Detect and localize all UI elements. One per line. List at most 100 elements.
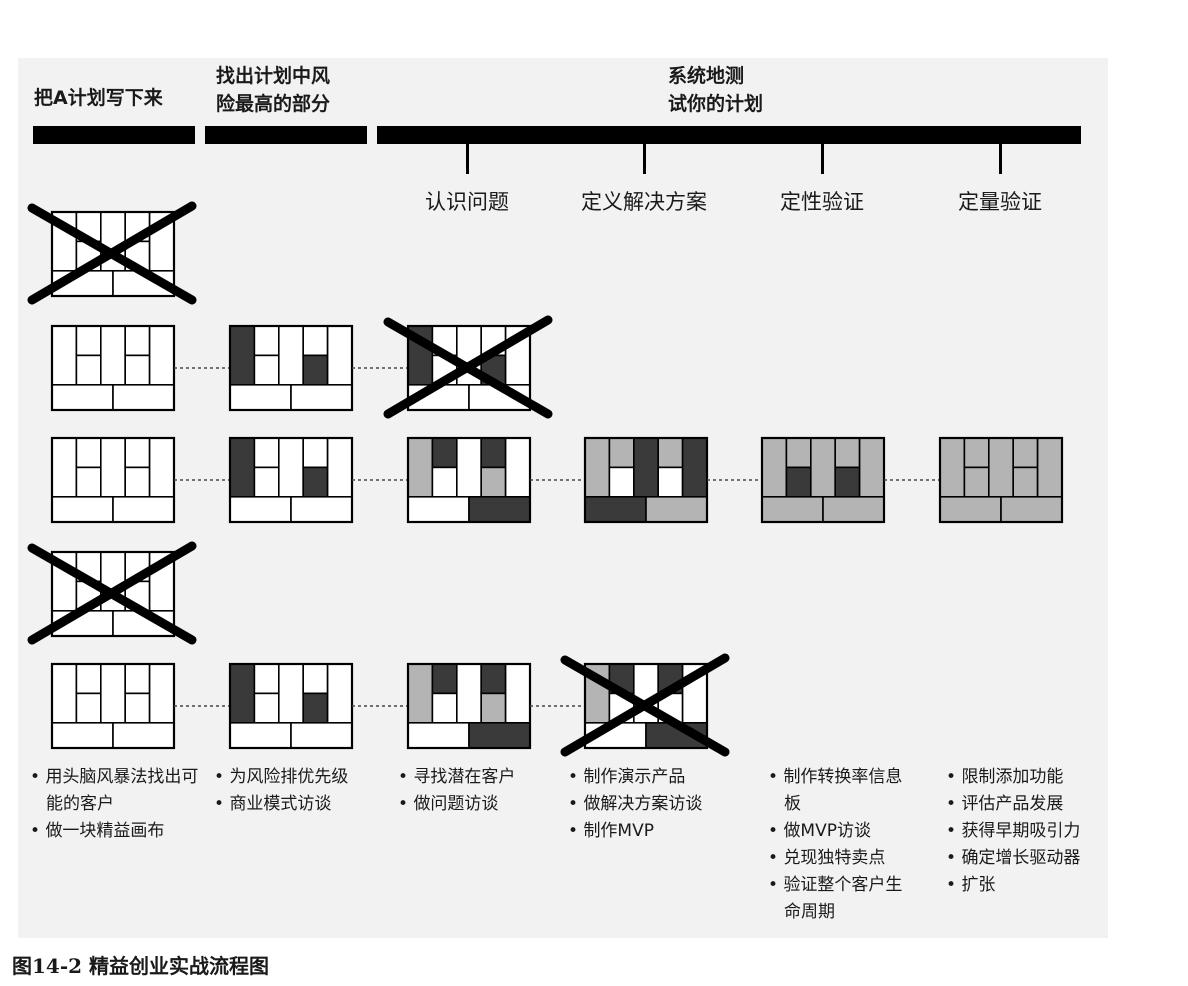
canvas-cell bbox=[455, 437, 482, 498]
canvas-cell bbox=[75, 692, 102, 724]
canvas-cell bbox=[939, 495, 1002, 523]
canvas-border bbox=[406, 324, 532, 412]
canvas-cell bbox=[51, 437, 78, 498]
canvas-border bbox=[50, 550, 176, 638]
activity-item: 为风险排优先级 bbox=[214, 764, 384, 791]
activity-list-quantitative-validation: 限制添加功能 评估产品发展 获得早期吸引力 确定增长驱动器 扩张 bbox=[946, 764, 1116, 899]
canvas-cell bbox=[858, 437, 885, 498]
step-tick bbox=[999, 144, 1002, 174]
canvas-cell bbox=[100, 325, 127, 386]
lean-canvas bbox=[50, 662, 176, 750]
lean-canvas bbox=[383, 315, 553, 419]
canvas-cell bbox=[504, 437, 531, 498]
activity-list-define-solution: 制作演示产品 做解决方案访谈 制作MVP bbox=[568, 764, 748, 845]
cross-mark bbox=[560, 653, 730, 757]
canvas-cell bbox=[645, 495, 708, 523]
activity-item: 限制添加功能 bbox=[946, 764, 1116, 791]
canvas-cell bbox=[455, 663, 482, 724]
activity-item: 兑现独特卖点 bbox=[768, 845, 918, 872]
canvas-cell bbox=[480, 663, 507, 695]
canvas-cell bbox=[608, 466, 635, 498]
canvas-cell bbox=[407, 721, 470, 749]
canvas-cell bbox=[148, 437, 175, 498]
lean-canvas bbox=[228, 436, 354, 524]
canvas-cell bbox=[1036, 437, 1063, 498]
canvas-cell bbox=[124, 663, 151, 695]
canvas-cell bbox=[229, 325, 256, 386]
canvas-cell bbox=[100, 437, 127, 498]
canvas-cell bbox=[584, 495, 647, 523]
canvas-cell bbox=[431, 692, 458, 724]
canvas-cell bbox=[963, 466, 990, 498]
activity-item: 验证整个客户生命周期 bbox=[768, 872, 918, 926]
canvas-cell bbox=[302, 466, 329, 498]
activity-item: 用头脑风暴法找出可能的客户 bbox=[30, 764, 200, 818]
canvas-cell bbox=[51, 495, 114, 523]
canvas-cell bbox=[302, 354, 329, 386]
lean-canvas bbox=[760, 436, 886, 524]
canvas-cell bbox=[75, 325, 102, 357]
lean-canvas bbox=[228, 324, 354, 412]
lean-canvas bbox=[27, 201, 197, 305]
canvas-cell bbox=[1012, 466, 1039, 498]
canvas-cell bbox=[253, 466, 280, 498]
lean-canvas bbox=[228, 662, 354, 750]
step-label-quantitative-validation: 定量验证 bbox=[958, 190, 1042, 214]
canvas-cell bbox=[51, 721, 114, 749]
canvas-cell bbox=[75, 354, 102, 386]
stage-bar-find-risk bbox=[205, 126, 367, 144]
activity-item: 制作演示产品 bbox=[568, 764, 748, 791]
canvas-cell bbox=[75, 466, 102, 498]
stage-title-test-plan: 系统地测 试你的计划 bbox=[668, 65, 764, 115]
canvas-cell bbox=[277, 663, 304, 724]
canvas-cell bbox=[124, 354, 151, 386]
canvas-cell bbox=[302, 663, 329, 695]
lean-canvas bbox=[938, 436, 1064, 524]
canvas-cell bbox=[431, 437, 458, 469]
canvas-cell bbox=[112, 383, 175, 411]
canvas-cell bbox=[822, 495, 885, 523]
activity-list-write-plan: 用头脑风暴法找出可能的客户 做一块精益画布 bbox=[30, 764, 200, 845]
canvas-cell bbox=[939, 437, 966, 498]
canvas-cell bbox=[253, 663, 280, 695]
canvas-cell bbox=[277, 437, 304, 498]
canvas-cell bbox=[302, 692, 329, 724]
canvas-cell bbox=[761, 495, 824, 523]
activity-item: 制作转换率信息板 bbox=[768, 764, 918, 818]
canvas-cell bbox=[326, 325, 353, 386]
canvas-cell bbox=[326, 663, 353, 724]
lean-canvas bbox=[50, 324, 176, 412]
canvas-cell bbox=[834, 437, 861, 469]
canvas-cell bbox=[112, 721, 175, 749]
canvas-cell bbox=[504, 663, 531, 724]
canvas-cell bbox=[632, 437, 659, 498]
activity-item: 做解决方案访谈 bbox=[568, 791, 748, 818]
canvas-cell bbox=[124, 325, 151, 357]
lean-canvas bbox=[27, 541, 197, 645]
canvas-cell bbox=[290, 383, 353, 411]
canvas-cell bbox=[290, 495, 353, 523]
lean-canvas bbox=[406, 436, 532, 524]
lean-canvas bbox=[583, 436, 709, 524]
canvas-cell bbox=[100, 663, 127, 724]
step-tick bbox=[821, 144, 824, 174]
canvas-cell bbox=[785, 466, 812, 498]
activity-item: 做MVP访谈 bbox=[768, 818, 918, 845]
canvas-cell bbox=[51, 663, 78, 724]
cross-mark bbox=[383, 315, 553, 419]
canvas-cell bbox=[785, 437, 812, 469]
activity-item: 做一块精益画布 bbox=[30, 818, 200, 845]
activity-item: 获得早期吸引力 bbox=[946, 818, 1116, 845]
canvas-cell bbox=[253, 437, 280, 469]
canvas-cell bbox=[480, 692, 507, 724]
canvas-cell bbox=[124, 437, 151, 469]
canvas-cell bbox=[229, 495, 292, 523]
cross-mark bbox=[27, 541, 197, 645]
canvas-cell bbox=[75, 663, 102, 695]
canvas-cell bbox=[468, 721, 531, 749]
activity-item: 评估产品发展 bbox=[946, 791, 1116, 818]
canvas-cell bbox=[657, 466, 684, 498]
canvas-border bbox=[50, 210, 176, 298]
canvas-cell bbox=[229, 721, 292, 749]
canvas-cell bbox=[124, 466, 151, 498]
